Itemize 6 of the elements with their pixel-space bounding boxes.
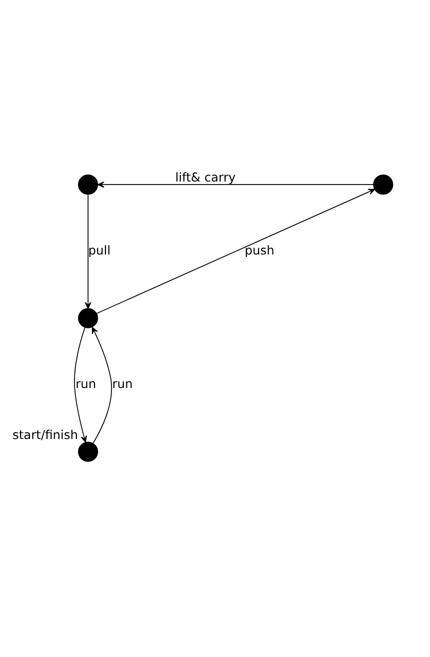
- edge-label: pull: [88, 243, 111, 258]
- node-label: start/finish: [12, 427, 78, 442]
- edge-label: push: [244, 243, 274, 258]
- edge-label: run: [112, 376, 133, 391]
- edge-label: lift& carry: [175, 170, 236, 184]
- edge-label: run: [76, 376, 96, 391]
